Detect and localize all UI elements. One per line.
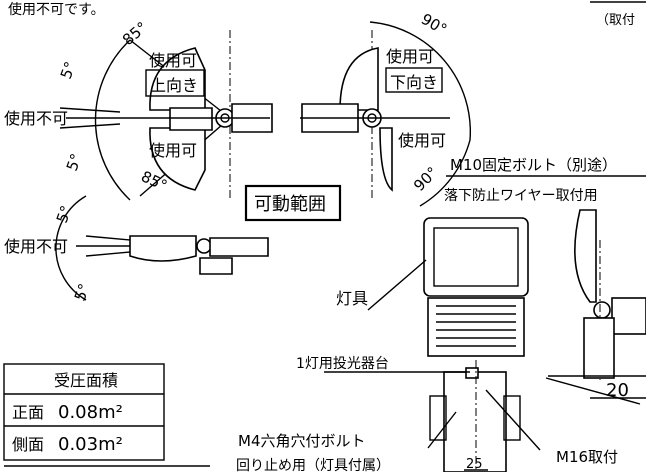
upward-fixture-diagram: 使用可 上向き 使用可 使用不可 85° 5° 85° 5° — [4, 18, 273, 201]
note-mounting: （取付 — [596, 13, 635, 28]
label-m16: M16取付 — [556, 448, 618, 466]
note-unusable: 使用不可です。 — [8, 1, 105, 18]
angle-5-left-low: 5° — [63, 151, 86, 173]
label-usable-low: 使用可 — [149, 141, 197, 160]
downward-fixture-diagram: 使用可 下向き 使用可 90° 90° — [300, 10, 472, 207]
label-detent: 回り止め用（灯具付属） — [236, 458, 390, 472]
label-fixture: 灯具 — [336, 289, 368, 308]
label-movable-range: 可動範囲 — [254, 194, 326, 215]
label-m4-bolt: M4六角穴付ボルト — [238, 432, 366, 450]
label-fall-wire: 落下防止ワイヤー取付用 — [444, 188, 598, 204]
pressure-row-side-label: 側面 — [12, 435, 44, 454]
label-usable-down-low: 使用可 — [398, 131, 446, 150]
label-usable-up: 使用可 — [149, 51, 197, 70]
label-upward: 上向き — [150, 76, 198, 95]
side-fixture-diagram: 使用不可 5° 5° — [4, 195, 269, 303]
label-unusable-mid: 使用不可 — [4, 109, 68, 128]
angle-5-left: 5° — [57, 59, 80, 81]
angle-85-top: 85° — [119, 18, 151, 49]
angle-90-bottom: 90° — [410, 163, 442, 195]
pressure-row-side-value: 0.03m² — [58, 434, 123, 455]
dim-25: 25 — [466, 457, 483, 472]
angle-90-top: 90° — [418, 10, 450, 39]
label-m10-bolt: M10固定ボルト（別途） — [450, 156, 617, 174]
pressure-area-table: 受圧面積 正面 0.08m² 側面 0.03m² — [3, 363, 210, 467]
label-downward: 下向き — [390, 73, 438, 92]
front-view-fixture: 25 — [423, 217, 529, 472]
dim-20: 20 — [606, 380, 629, 401]
pressure-row-front-label: 正面 — [12, 403, 44, 422]
angle-5-upper: 5° — [53, 203, 76, 225]
side-view-fixture: 20 — [545, 209, 646, 405]
label-unusable-low: 使用不可 — [4, 237, 68, 256]
label-usable-down-top: 使用可 — [386, 47, 434, 66]
angle-5-lower: 5° — [71, 281, 94, 303]
pressure-row-front-value: 0.08m² — [58, 402, 123, 423]
pressure-header: 受圧面積 — [54, 371, 118, 390]
label-one-light-projector: 1灯用投光器台 — [296, 356, 389, 372]
